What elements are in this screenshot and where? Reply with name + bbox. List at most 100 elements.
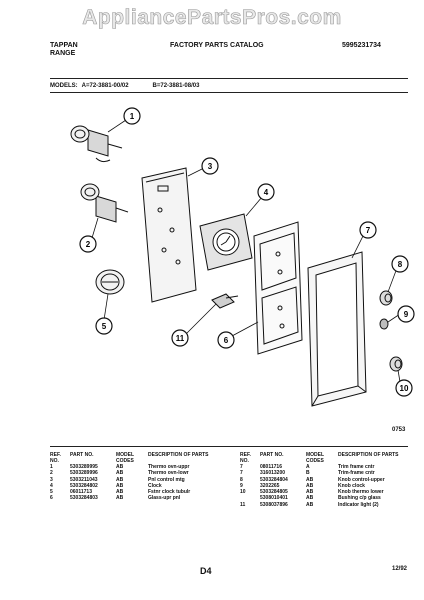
model-code-cell: AB — [306, 482, 314, 489]
col-model-header: MODEL CODES — [116, 452, 134, 464]
description-cell: Fstnr clock tubulr — [148, 489, 191, 496]
model-code-cell: A — [306, 464, 310, 470]
callout-label-7: 7 — [366, 226, 371, 235]
part-number-cell: 5303289995 — [70, 464, 98, 470]
parts-table-left: REF. NO. PART NO. MODEL CODES DESCRIPTIO… — [50, 452, 226, 502]
callout-label-3: 3 — [208, 162, 213, 171]
table-row: 3 5303211043 AB Pnl control mtg — [50, 477, 226, 483]
description-cell: Indicator light (2) — [338, 501, 379, 508]
col-desc-header: DESCRIPTION OF PARTS — [148, 452, 209, 458]
callout-label-2: 2 — [86, 240, 91, 249]
model-code-cell: AB — [116, 495, 124, 502]
model-code-cell: AB — [116, 482, 124, 489]
clock-fastener-part — [95, 269, 125, 295]
description-cell: Clock — [148, 482, 162, 489]
part-number-cell: 316013200 — [260, 470, 286, 477]
callout-7: 7 — [359, 221, 377, 239]
parts-table-right: REF. NO. PART NO. MODEL CODES DESCRIPTIO… — [240, 452, 416, 508]
model-code-cell: AB — [116, 476, 124, 483]
col-ref-header: REF. NO. — [240, 452, 251, 464]
clock-part — [199, 213, 253, 271]
watermark: AppliancePartsPros.com — [82, 6, 342, 30]
brand-line-2: RANGE — [50, 50, 76, 57]
callout-4: 4 — [257, 183, 275, 201]
table-row: 4 5303284802 AB Clock — [50, 483, 226, 489]
callout-label-9: 9 — [404, 310, 409, 319]
col-part-header: PART NO. — [260, 452, 284, 458]
callout-3: 3 — [201, 157, 219, 175]
table-row: 1 5303289995 AB Thermo ovn-uppr — [50, 464, 226, 470]
callout-label-8: 8 — [398, 260, 403, 269]
ref-cell: 3 — [50, 476, 53, 483]
control-knob-upper-part — [379, 290, 393, 306]
callout-9: 9 — [397, 305, 415, 323]
parts-table-left-header: REF. NO. PART NO. MODEL CODES DESCRIPTIO… — [50, 452, 226, 464]
col-model-header: MODEL CODES — [306, 452, 324, 464]
col-desc-header: DESCRIPTION OF PARTS — [338, 452, 399, 458]
callout-label-6: 6 — [224, 336, 229, 345]
brand-line-1: TAPPAN — [50, 42, 78, 49]
model-code-cell: B — [306, 470, 310, 477]
description-cell: Knob clock — [338, 482, 365, 489]
catalog-number: 5995231734 — [342, 42, 381, 49]
description-cell: Pnl control mtg — [148, 476, 185, 483]
ref-cell: 8 — [240, 476, 243, 483]
model-code-cell: AB — [116, 464, 124, 470]
description-cell: Bushing c/p glass — [338, 495, 381, 502]
ref-cell: 1 — [50, 464, 53, 470]
part-number-cell: 5308010401 — [260, 495, 288, 502]
callout-label-11: 11 — [176, 334, 185, 343]
ref-cell: 2 — [50, 470, 53, 477]
header-rule — [50, 78, 408, 79]
table-rule — [50, 446, 408, 447]
callout-label-4: 4 — [264, 188, 269, 197]
thermostat-upper-part — [70, 125, 123, 163]
model-a: A=72-3881-00/02 — [81, 83, 129, 89]
callout-label-10: 10 — [400, 384, 409, 393]
table-row: 7 316013200 B Trim-frame cntr — [240, 470, 416, 476]
thermostat-lower-part — [80, 183, 129, 223]
clock-knob-part — [379, 318, 389, 330]
ref-cell: 11 — [240, 501, 246, 508]
callout-11: 11 — [171, 329, 189, 347]
description-cell: Glass-upr pnl — [148, 495, 181, 502]
col-part-header: PART NO. — [70, 452, 94, 458]
trim-frame-part — [307, 251, 367, 407]
description-cell: Thermo ovn-lowr — [148, 470, 189, 477]
part-number-cell: 5303211043 — [70, 476, 98, 483]
ref-cell: 9 — [240, 482, 243, 489]
indicator-light-part — [211, 293, 239, 309]
callout-10: 10 — [395, 379, 413, 397]
ref-cell: 7 — [240, 470, 243, 477]
part-number-cell: 5303284803 — [70, 495, 98, 502]
description-cell: Thermo ovn-uppr — [148, 464, 190, 470]
part-number-cell: 5303284804 — [260, 476, 288, 483]
ref-cell: 7 — [240, 464, 243, 470]
part-number-cell: 5303289996 — [70, 470, 98, 477]
callout-5: 5 — [95, 317, 113, 335]
callout-1: 1 — [123, 107, 141, 125]
callout-8: 8 — [391, 255, 409, 273]
parts-table-right-header: REF. NO. PART NO. MODEL CODES DESCRIPTIO… — [240, 452, 416, 464]
part-number-cell: 5303284802 — [70, 482, 98, 489]
catalog-title: FACTORY PARTS CATALOG — [170, 42, 264, 49]
ref-cell: 4 — [50, 482, 53, 489]
ref-cell: 10 — [240, 489, 246, 496]
ref-cell: 6 — [50, 495, 53, 502]
description-cell: Trim-frame cntr — [338, 470, 375, 477]
model-b: B=72-3881-08/03 — [152, 83, 200, 89]
model-code-cell: AB — [116, 489, 124, 496]
callout-2: 2 — [79, 235, 97, 253]
upper-panel-glass-part — [253, 221, 303, 355]
description-cell: Knob control-upper — [338, 476, 385, 483]
catalog-date: 12/92 — [392, 566, 408, 572]
